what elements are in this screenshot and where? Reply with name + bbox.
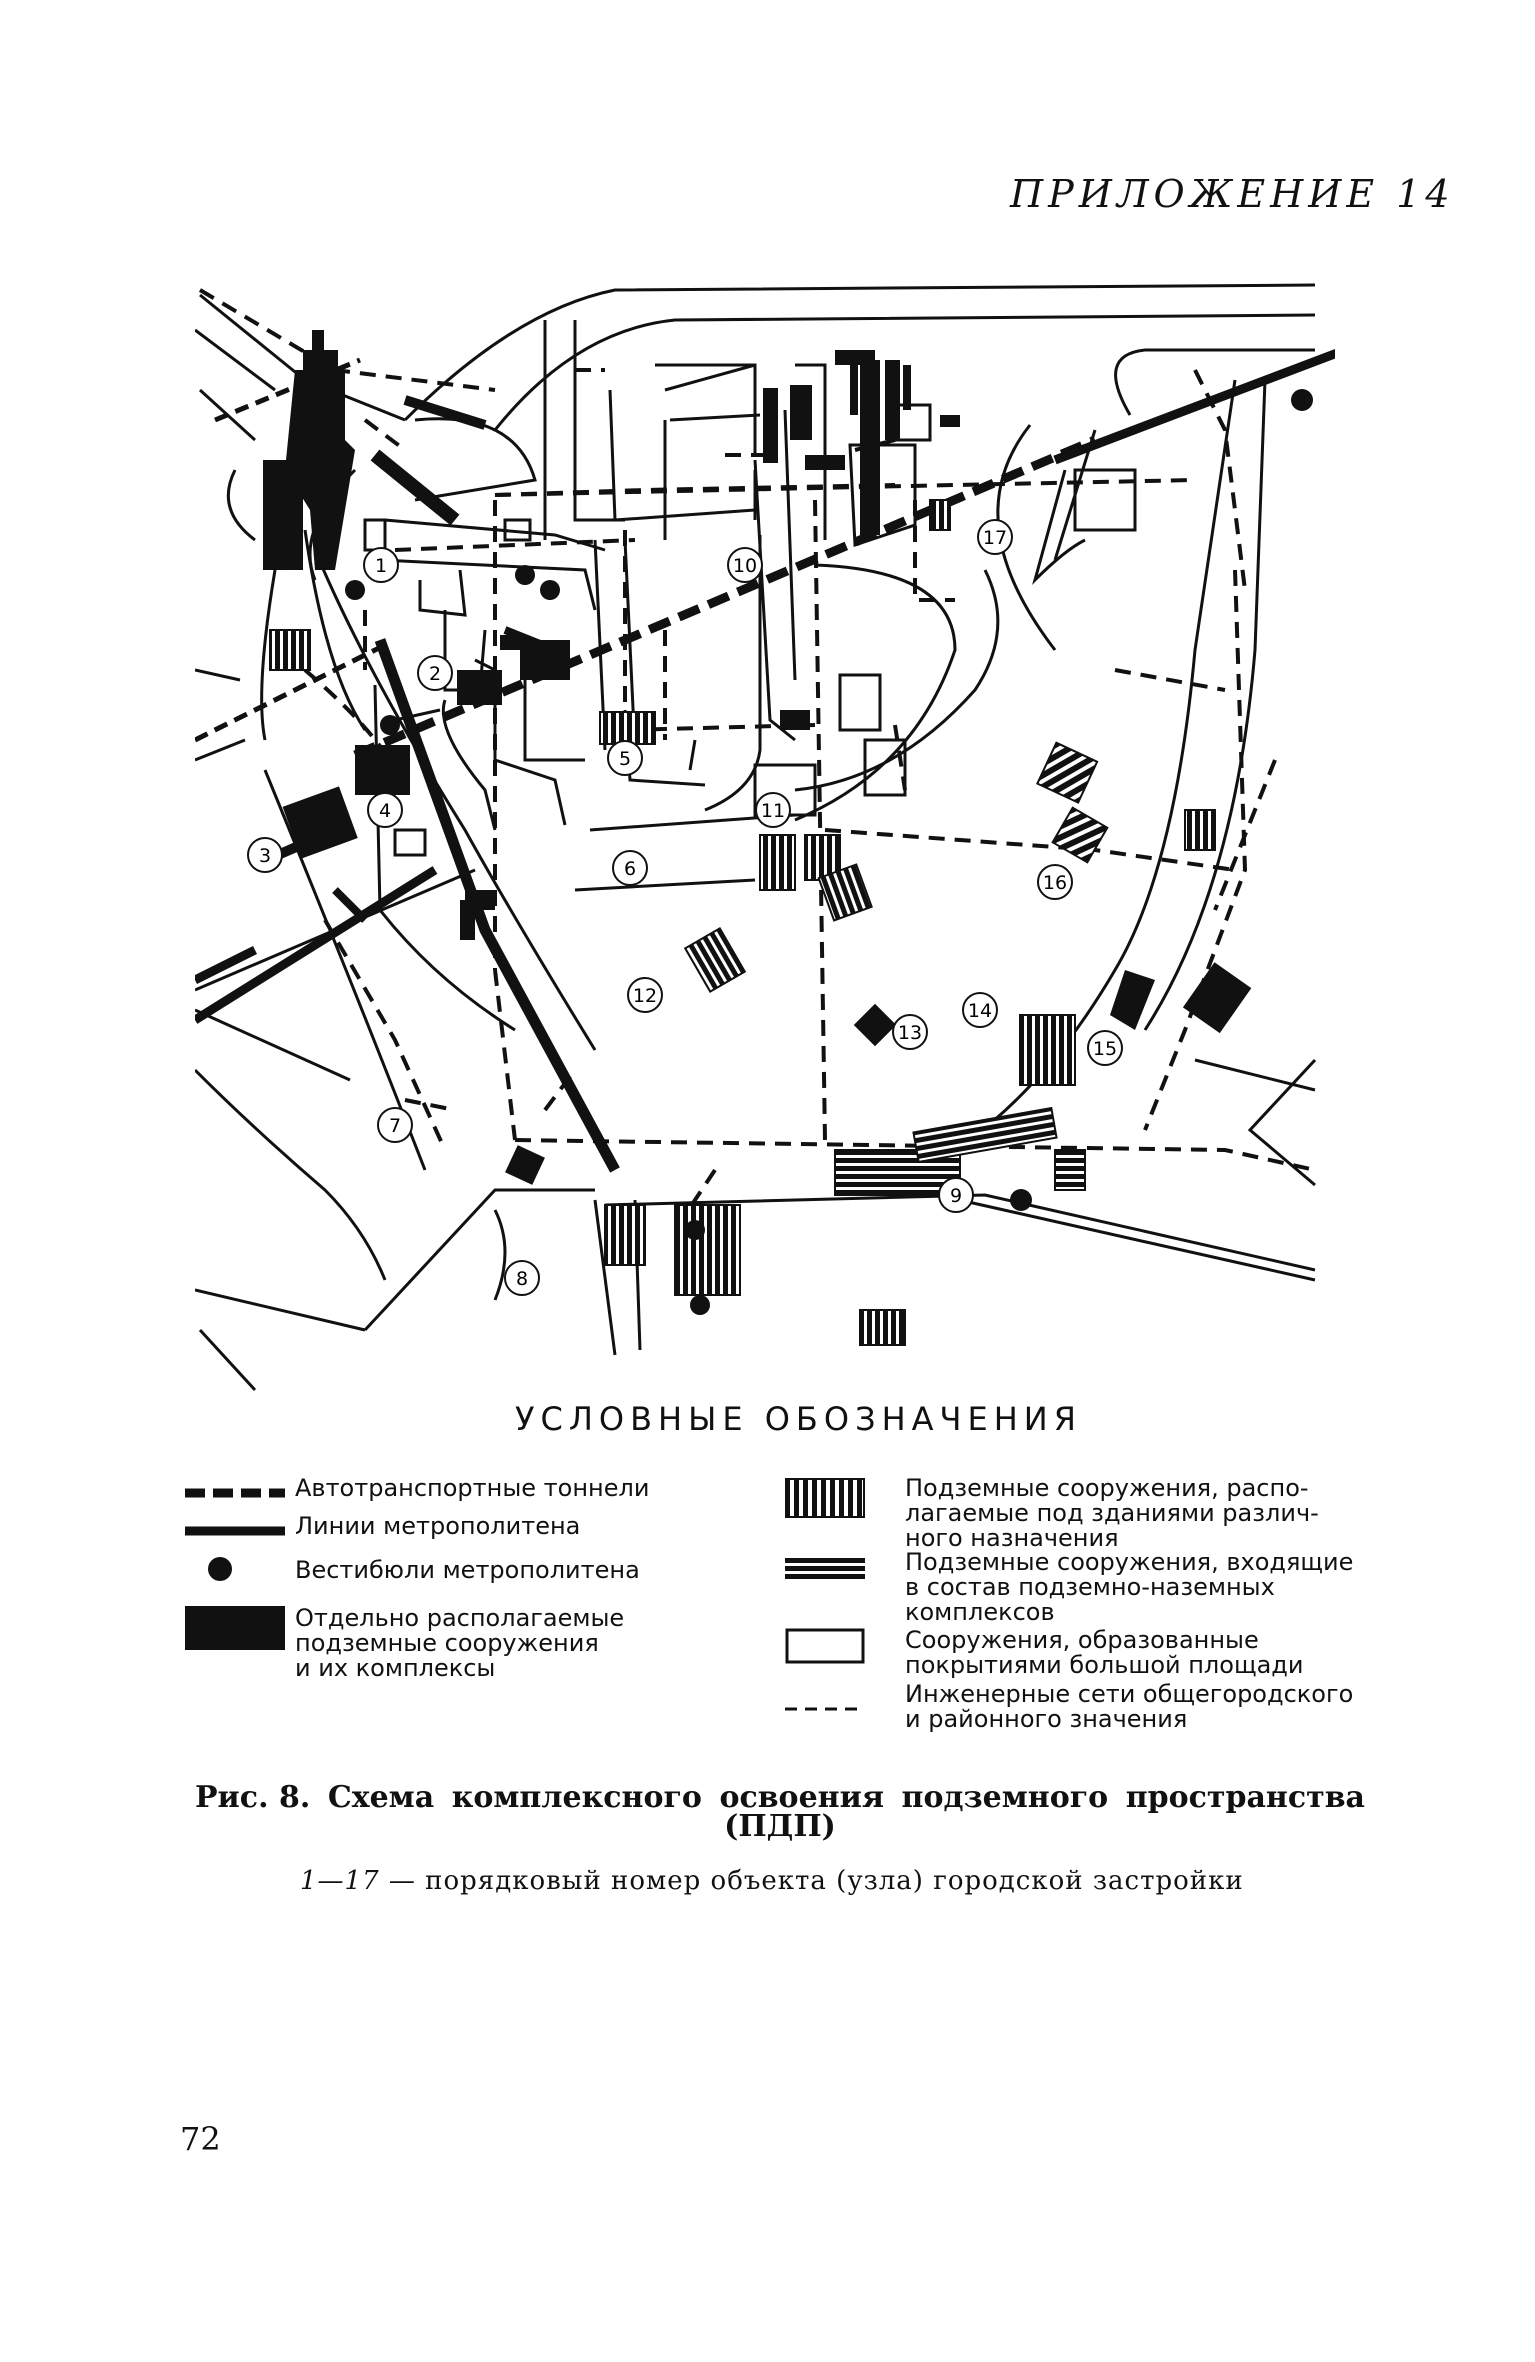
legend-title: УСЛОВНЫЕ ОБОЗНАЧЕНИЯ — [515, 1400, 1082, 1438]
object-marker-3: 3 — [247, 837, 283, 873]
caption-line-1: Рис. 8. Схема комплексного освоения подз… — [195, 1780, 1365, 1815]
legend-under-buildings-label: Подземные сооружения, распо- лагаемые по… — [905, 1474, 1319, 1552]
legend-large-area-cover-label: Сооружения, образованные покрытиями боль… — [905, 1626, 1304, 1679]
object-number-markers: 1 2 3 4 5 6 7 8 9 10 11 12 13 14 15 16 1… — [247, 519, 1123, 1296]
caption-subtitle: 1—17 — порядковый номер объекта (узла) г… — [300, 1866, 1244, 1896]
object-marker-7: 7 — [377, 1107, 413, 1143]
legend-tunnel-symbol — [185, 1488, 285, 1498]
metro-vestibules — [275, 389, 1313, 1315]
legend-metro-vestibule-symbol — [208, 1557, 232, 1581]
separate-underground-structures — [263, 330, 1252, 1185]
object-marker-13: 13 — [892, 1014, 928, 1050]
svg-text:9: 9 — [950, 1185, 962, 1207]
legend-metro-line-symbol — [185, 1526, 285, 1536]
legend-underground-aboveground-label: Подземные сооружения, входящие в состав … — [905, 1548, 1354, 1626]
engineering-networks — [198, 288, 1316, 1232]
object-marker-17: 17 — [977, 519, 1013, 555]
legend-tunnel-label: Автотранспортные тоннели — [295, 1474, 650, 1502]
legend-engineering-networks-label: Инженерные сети общегородского и районно… — [905, 1680, 1354, 1733]
svg-text:3: 3 — [259, 845, 271, 867]
underground-aboveground-complexes — [834, 1106, 1086, 1196]
legend-engineering-networks-symbol — [785, 1707, 865, 1711]
svg-text:10: 10 — [733, 555, 757, 577]
legend-separate-underground-label: Отдельно располагаемые подземные сооруже… — [295, 1604, 625, 1682]
svg-text:2: 2 — [429, 663, 441, 685]
legend-separate-underground-symbol — [185, 1606, 285, 1650]
object-marker-1: 1 — [363, 547, 399, 583]
object-marker-5: 5 — [607, 740, 643, 776]
object-marker-15: 15 — [1087, 1030, 1123, 1066]
caption-sub-range: 1—17 — [300, 1866, 380, 1896]
caption-word: пространства — [1125, 1780, 1365, 1815]
svg-text:6: 6 — [624, 858, 636, 880]
object-marker-2: 2 — [417, 655, 453, 691]
page-number: 72 — [180, 2120, 221, 2158]
object-marker-9: 9 — [938, 1177, 974, 1213]
svg-text:14: 14 — [968, 1000, 992, 1022]
metro-line — [374, 638, 620, 1173]
svg-text:7: 7 — [389, 1115, 401, 1137]
caption-word: Схема — [327, 1780, 435, 1815]
legend-metro-line-label: Линии метрополитена — [295, 1512, 581, 1540]
svg-text:1: 1 — [375, 555, 387, 577]
legend-metro-vestibule-label: Вестибюли метрополитена — [295, 1556, 640, 1584]
svg-text:8: 8 — [516, 1268, 528, 1290]
caption-word: Рис. 8. — [195, 1780, 311, 1815]
object-marker-8: 8 — [504, 1260, 540, 1296]
svg-text:15: 15 — [1093, 1038, 1117, 1060]
object-marker-6: 6 — [612, 850, 648, 886]
object-marker-14: 14 — [962, 992, 998, 1028]
caption-sub-text: — порядковый номер объекта (узла) городс… — [379, 1866, 1244, 1896]
caption-word: освоения — [719, 1780, 885, 1815]
object-marker-12: 12 — [627, 977, 663, 1013]
svg-text:5: 5 — [619, 748, 631, 770]
object-marker-16: 16 — [1037, 864, 1073, 900]
streets — [195, 283, 1317, 1392]
caption-word: подземного — [901, 1780, 1109, 1815]
object-marker-4: 4 — [367, 792, 403, 828]
underground-space-map: 1 2 3 4 5 6 7 8 9 10 11 12 13 14 15 16 1… — [195, 283, 1335, 1392]
object-marker-10: 10 — [727, 547, 763, 583]
svg-text:12: 12 — [633, 985, 657, 1007]
svg-text:16: 16 — [1043, 872, 1067, 894]
legend-large-area-cover-symbol — [785, 1628, 865, 1664]
svg-text:4: 4 — [379, 800, 391, 822]
legend-underground-aboveground-symbol — [785, 1558, 865, 1579]
svg-text:17: 17 — [983, 527, 1007, 549]
figure-caption: Рис. 8. Схема комплексного освоения подз… — [195, 1780, 1365, 1844]
object-marker-11: 11 — [755, 792, 791, 828]
caption-word: комплексного — [451, 1780, 702, 1815]
svg-text:11: 11 — [761, 800, 785, 822]
legend: Автотранспортные тоннели Линии метрополи… — [185, 1470, 1385, 1740]
caption-line-2: (ПДП) — [724, 1809, 836, 1844]
legend-under-buildings-symbol — [785, 1478, 865, 1518]
svg-text:13: 13 — [898, 1022, 922, 1044]
structures-under-buildings — [269, 499, 1216, 1346]
appendix-header: ПРИЛОЖЕНИЕ 14 — [1010, 172, 1455, 216]
